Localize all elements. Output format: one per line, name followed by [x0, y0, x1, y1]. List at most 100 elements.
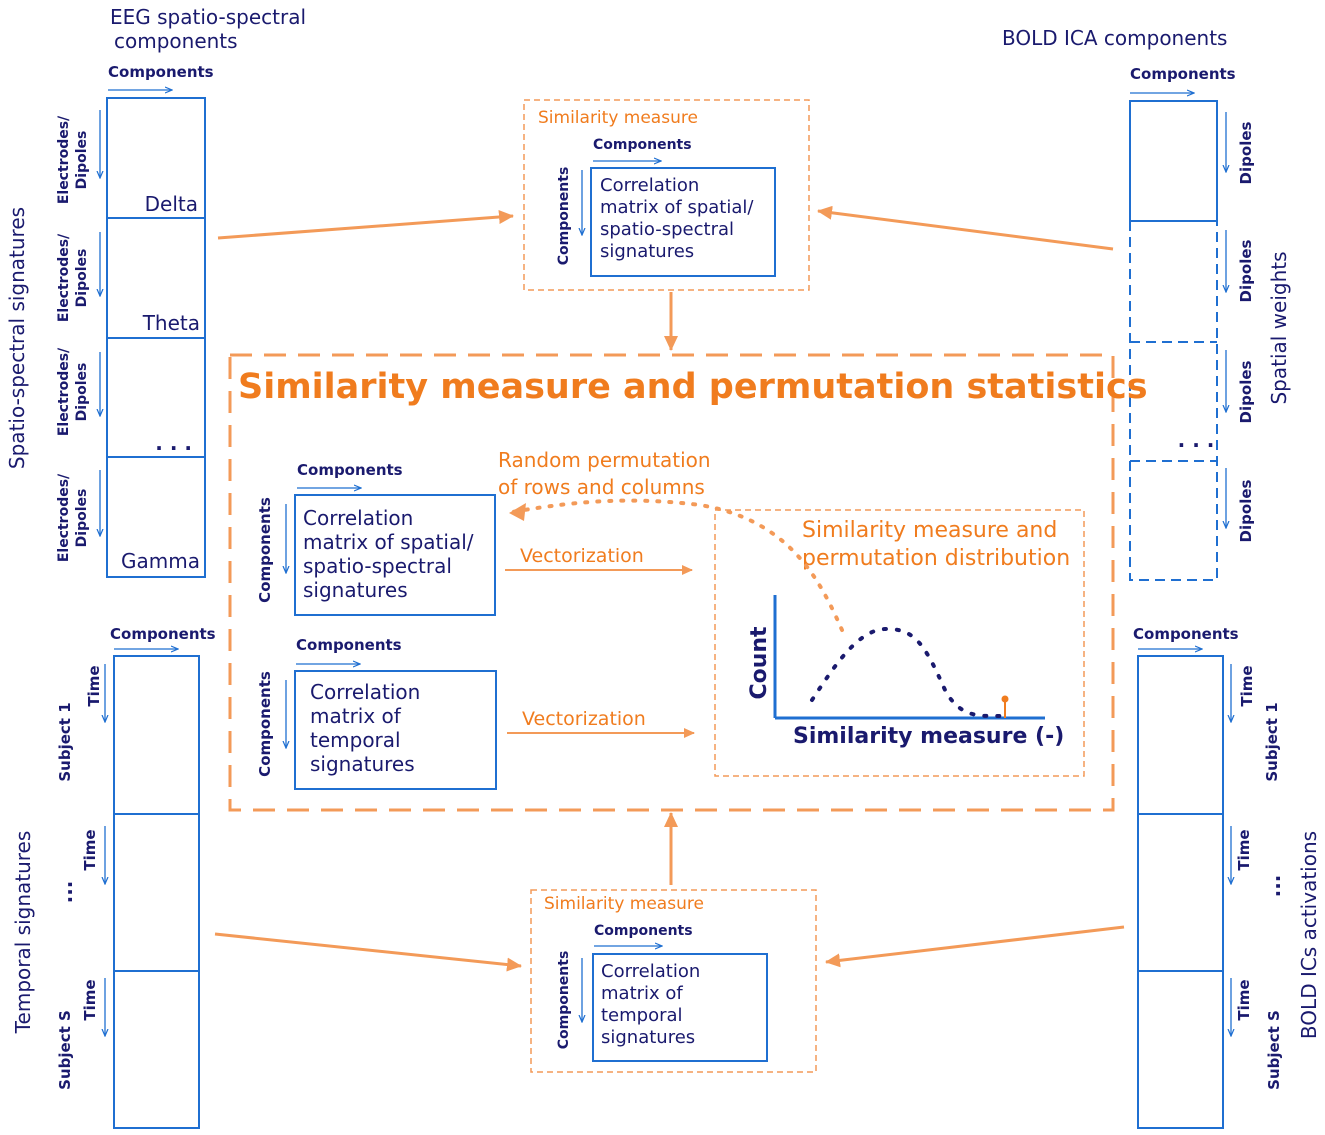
top-matrix-line: matrix of spatial/ — [600, 197, 754, 218]
temporal-side-label: Temporal signatures — [11, 831, 35, 1035]
top-components-label: Components — [593, 137, 692, 153]
central-temporal-matrix-line: signatures — [310, 752, 415, 776]
top-similarity-box: Similarity measure Components Components… — [523, 99, 810, 291]
row-label-line1: Electrodes/ — [56, 347, 72, 436]
bottom-components-row-label: Components — [556, 951, 572, 1050]
dipoles-label: Dipoles — [1237, 360, 1255, 423]
row-label-line2: Dipoles — [74, 363, 90, 422]
central-temporal-row-label: Components — [256, 671, 274, 777]
bottom-correlation-matrix — [592, 953, 768, 1062]
row-label-line1: Electrodes/ — [56, 233, 72, 322]
bottom-similarity-box: Similarity measure Components Components… — [530, 889, 817, 1073]
central-title: Similarity measure and permutation stati… — [238, 367, 1148, 407]
time-label: Time — [81, 829, 99, 870]
permutation-distribution-curve — [810, 626, 1002, 719]
row-label-line1: Electrodes/ — [56, 115, 72, 204]
vectorization-label-bottom: Vectorization — [522, 708, 646, 730]
central-spatial-components-label: Components — [297, 461, 403, 479]
eeg-title-line2: components — [114, 29, 238, 53]
bold-components-panel: BOLD ICA components Components . . . Dip… — [1002, 26, 1291, 581]
bold-activations-panel: Components Time Time Time Subject 1 ... … — [1133, 625, 1321, 1129]
permutation-arrowhead — [509, 503, 526, 521]
time-label: Time — [81, 979, 99, 1020]
time-label: Time — [85, 665, 103, 706]
observed-value-marker — [1001, 695, 1009, 703]
central-temporal-matrix-line: temporal — [310, 728, 401, 752]
band-gamma: Gamma — [121, 549, 200, 573]
bold-matrix-dashed — [1129, 221, 1218, 581]
temporal-components-label: Components — [110, 625, 216, 643]
central-spatial-matrix-line: spatio-spectral — [303, 554, 452, 578]
dipoles-label: Dipoles — [1237, 239, 1255, 302]
central-temporal-matrix-line: Correlation — [310, 680, 420, 704]
bold-matrix-top — [1129, 100, 1218, 222]
top-matrix-line: Correlation — [600, 175, 699, 196]
dipoles-label: Dipoles — [1237, 479, 1255, 542]
eeg-components-label: Components — [108, 63, 214, 81]
subject-1-label: Subject 1 — [1263, 702, 1281, 781]
subject-1-label: Subject 1 — [56, 702, 74, 781]
row-label-line2: Dipoles — [74, 249, 90, 308]
subject-ellipsis: ... — [1261, 875, 1285, 898]
temporal-to-bottom-similarity-arrow — [214, 932, 522, 972]
eeg-components-panel: EEG spatio-spectral components Component… — [5, 5, 306, 578]
top-similarity-frame — [523, 99, 810, 291]
temporal-matrix — [113, 655, 200, 1129]
plot-x-label: Similarity measure (-) — [793, 724, 1064, 749]
bold-ellipsis: . . . — [1178, 428, 1215, 452]
eeg-row-axis-4: Electrodes/ Dipoles — [56, 470, 100, 562]
dipoles-label: Dipoles — [1237, 121, 1255, 184]
bottom-matrix-line: matrix of — [601, 983, 683, 1004]
row-label-line2: Dipoles — [74, 489, 90, 548]
spatio-spectral-side-label: Spatio-spectral signatures — [5, 207, 29, 469]
central-temporal-matrix-line: matrix of — [310, 704, 402, 728]
bottom-matrix-line: temporal — [601, 1005, 683, 1026]
row-label-line2: Dipoles — [74, 131, 90, 190]
plot-y-label: Count — [747, 626, 772, 700]
central-statistics-box: Similarity measure and permutation stati… — [228, 353, 1148, 812]
central-spatial-row-label: Components — [256, 497, 274, 603]
permutation-label-line2: of rows and columns — [498, 475, 705, 499]
top-matrix-line: spatio-spectral — [600, 219, 734, 240]
bottom-matrix-line: Correlation — [601, 961, 700, 982]
permutation-label-line1: Random permutation — [498, 448, 711, 472]
top-matrix-line: signatures — [600, 241, 694, 262]
central-spatial-matrix-line: matrix of spatial/ — [303, 530, 474, 554]
distribution-frame — [714, 509, 1085, 777]
bottom-similarity-frame — [530, 889, 817, 1073]
central-spatial-matrix-line: signatures — [303, 578, 408, 602]
subject-ellipsis: ... — [53, 881, 77, 904]
central-frame — [228, 353, 1115, 812]
time-label: Time — [1235, 829, 1253, 870]
top-correlation-matrix — [590, 167, 776, 277]
activations-to-bottom-similarity-arrow — [825, 925, 1125, 968]
spatial-weights-side-label: Spatial weights — [1267, 251, 1291, 404]
eeg-title-line1: EEG spatio-spectral — [110, 5, 306, 29]
top-components-row-label: Components — [556, 167, 572, 266]
time-label: Time — [1238, 665, 1256, 706]
central-spatial-matrix-line: Correlation — [303, 506, 413, 530]
bold-activations-side-label: BOLD ICs activations — [1297, 831, 1321, 1039]
time-label: Time — [1235, 979, 1253, 1020]
top-similarity-title: Similarity measure — [538, 108, 698, 128]
bottom-components-label: Components — [594, 923, 693, 939]
distribution-title-line1: Similarity measure and — [802, 518, 1057, 543]
permutation-dotted-arrow — [510, 498, 844, 632]
eeg-to-top-similarity-arrow — [217, 210, 514, 240]
bold-title: BOLD ICA components — [1002, 26, 1227, 50]
eeg-row-axis-2: Electrodes/ Dipoles — [56, 232, 100, 322]
bottom-similarity-title: Similarity measure — [544, 894, 704, 914]
activation-matrix — [1137, 655, 1224, 1129]
distribution-title-line2: permutation distribution — [802, 546, 1070, 571]
subject-s-label: Subject S — [1265, 1010, 1283, 1090]
vectorization-label-top: Vectorization — [520, 545, 644, 567]
central-temporal-matrix — [294, 670, 497, 790]
activation-components-label: Components — [1133, 625, 1239, 643]
band-delta: Delta — [145, 192, 198, 216]
eeg-temporal-panel: Components Time Time Time Subject 1 ... … — [11, 625, 216, 1129]
bold-to-top-similarity-arrow — [817, 205, 1114, 251]
central-spatial-matrix — [294, 494, 496, 616]
eeg-row-axis-1: Electrodes/ Dipoles — [56, 110, 100, 204]
bold-components-label: Components — [1130, 65, 1236, 83]
